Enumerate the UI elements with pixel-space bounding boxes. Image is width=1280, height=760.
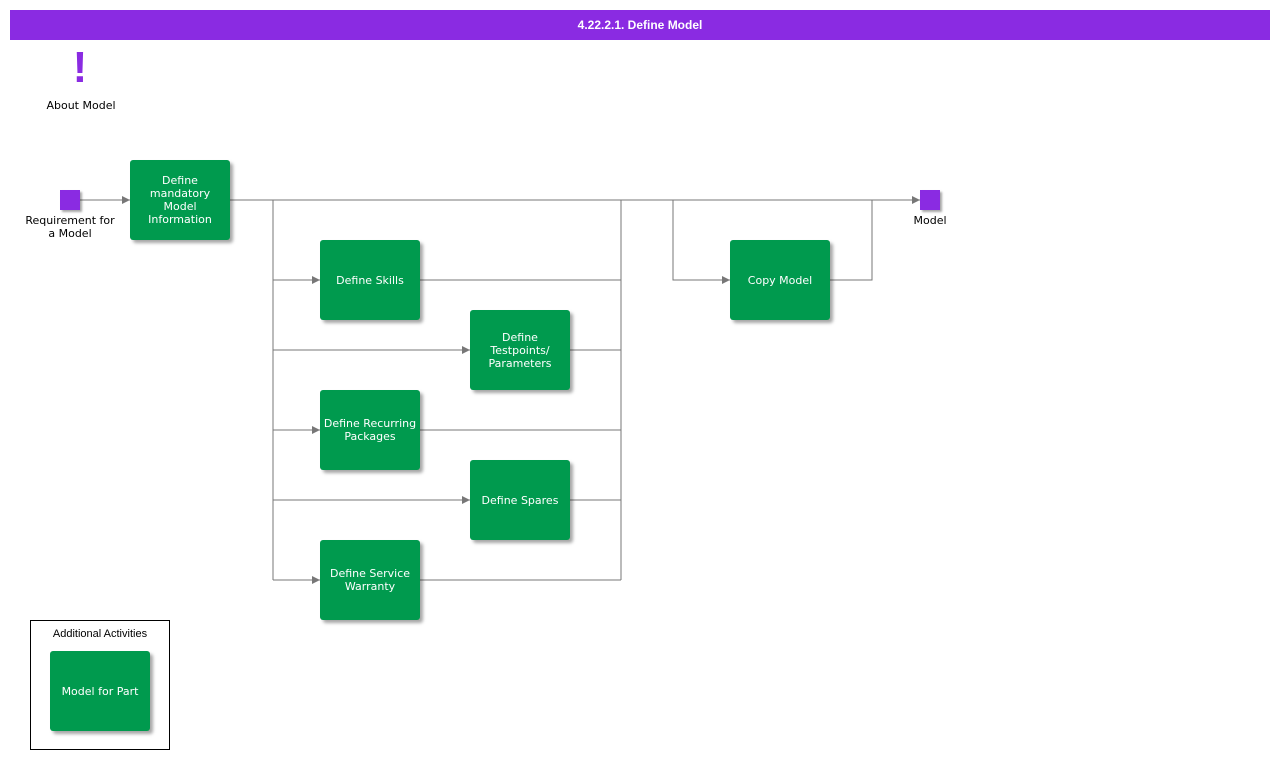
task-label: Define Service Warranty — [329, 567, 411, 593]
additional-activities-box: Additional Activities Model for Part — [30, 620, 170, 750]
task-model-for-part[interactable]: Model for Part — [50, 651, 150, 731]
task-label: Define mandatory Model Information — [148, 174, 212, 226]
task-define-spares[interactable]: Define Spares — [470, 460, 570, 540]
task-define-testpoints[interactable]: Define Testpoints/ Parameters — [470, 310, 570, 390]
diagram-title: 4.22.2.1. Define Model — [10, 10, 1270, 40]
task-define-skills[interactable]: Define Skills — [320, 240, 420, 320]
flow-from-copy — [830, 200, 873, 281]
task-label: Copy Model — [747, 273, 813, 287]
task-define-recurring-packages[interactable]: Define Recurring Packages — [320, 390, 420, 470]
task-label: Define Skills — [336, 273, 404, 287]
end-event[interactable] — [920, 190, 940, 210]
task-label: Define Spares — [481, 493, 559, 507]
end-event-label: Model — [913, 214, 947, 227]
start-event[interactable] — [60, 190, 80, 210]
exclamation-icon: ! — [72, 43, 88, 92]
task-label: Define Testpoints/ Parameters — [488, 330, 552, 370]
task-copy-model[interactable]: Copy Model — [730, 240, 830, 320]
task-label: Define Recurring Packages — [323, 417, 417, 443]
additional-activities-title: Additional Activities — [52, 628, 148, 640]
task-define-mandatory-info[interactable]: Define mandatory Model Information — [130, 160, 230, 240]
flow-to-copy — [672, 200, 730, 284]
start-event-label: Requirement for a Model — [25, 214, 115, 240]
task-define-service-warranty[interactable]: Define Service Warranty — [320, 540, 420, 620]
task-label: Model for Part — [61, 684, 139, 698]
note-label: About Model — [46, 99, 116, 112]
